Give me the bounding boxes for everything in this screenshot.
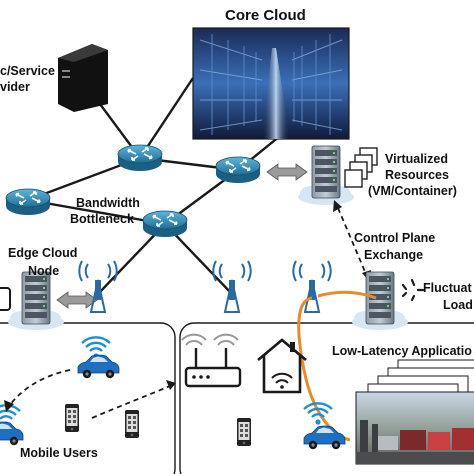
virtualized-label-line2: Resources [385, 168, 449, 182]
arrow-head [4, 400, 14, 412]
double-arrow-icon [266, 163, 308, 181]
mobile-phone-icon [65, 404, 79, 432]
mobile-phone-icon [125, 410, 139, 438]
control-plane-label-line1: Control Plane [354, 231, 436, 245]
core-cloud-datacenter-image [192, 27, 350, 140]
fluctuating-load-label-line1: Fluctuat [423, 281, 472, 295]
car-icon [303, 425, 346, 450]
server-rack-icon [21, 271, 51, 325]
router-icon [5, 188, 51, 216]
server-rack-icon [365, 271, 395, 325]
cell-tower-icon [212, 260, 252, 313]
virtualized-label-line1: Virtualized [385, 152, 448, 166]
bandwidth-label-line2: Bottleneck [70, 212, 134, 226]
car-icon [77, 354, 120, 379]
wifi-icon [302, 402, 334, 426]
double-arrow-icon [56, 291, 98, 309]
low-latency-link [317, 290, 377, 300]
edge-cloud-label-line1: Edge Cloud [8, 246, 78, 260]
virtualized-label-line3: (VM/Container) [368, 184, 457, 198]
car-icon [0, 421, 24, 446]
arrow-head [166, 380, 176, 390]
mobility-arrows [7, 369, 171, 419]
mobile-users-label: Mobile Users [20, 446, 98, 460]
service-provider-label-line2: vider [0, 80, 30, 94]
edge-device-icon [0, 287, 11, 311]
fluctuating-load-label-line2: Load [443, 298, 473, 312]
bandwidth-label-line1: Bandwidth [76, 196, 140, 210]
core-cloud-label: Core Cloud [225, 7, 306, 24]
router-icon [215, 156, 261, 184]
low-latency-link [297, 296, 351, 442]
service-provider-server-icon [58, 44, 108, 112]
service-provider-label-line1: c/Service [0, 64, 55, 78]
home-wifi-icon [257, 338, 307, 394]
fluctuating-load-icon [401, 278, 425, 302]
traffic-images-stack [355, 359, 474, 465]
router-icon [117, 144, 163, 172]
edge-cloud-label-line2: Node [28, 264, 60, 278]
vm-container-stack-icon [344, 147, 378, 188]
cell-tower-icon [292, 260, 332, 313]
low-latency-label: Low-Latency Applicatio [332, 344, 472, 358]
router-icon [142, 210, 188, 238]
edge-domain-box-right [179, 322, 474, 474]
server-rack-icon [311, 145, 341, 199]
control-plane-label-line2: Exchange [364, 248, 424, 262]
mobile-phone-icon [237, 418, 251, 446]
edge-domain-box-left [0, 322, 176, 474]
wifi-router-icon [181, 333, 242, 388]
